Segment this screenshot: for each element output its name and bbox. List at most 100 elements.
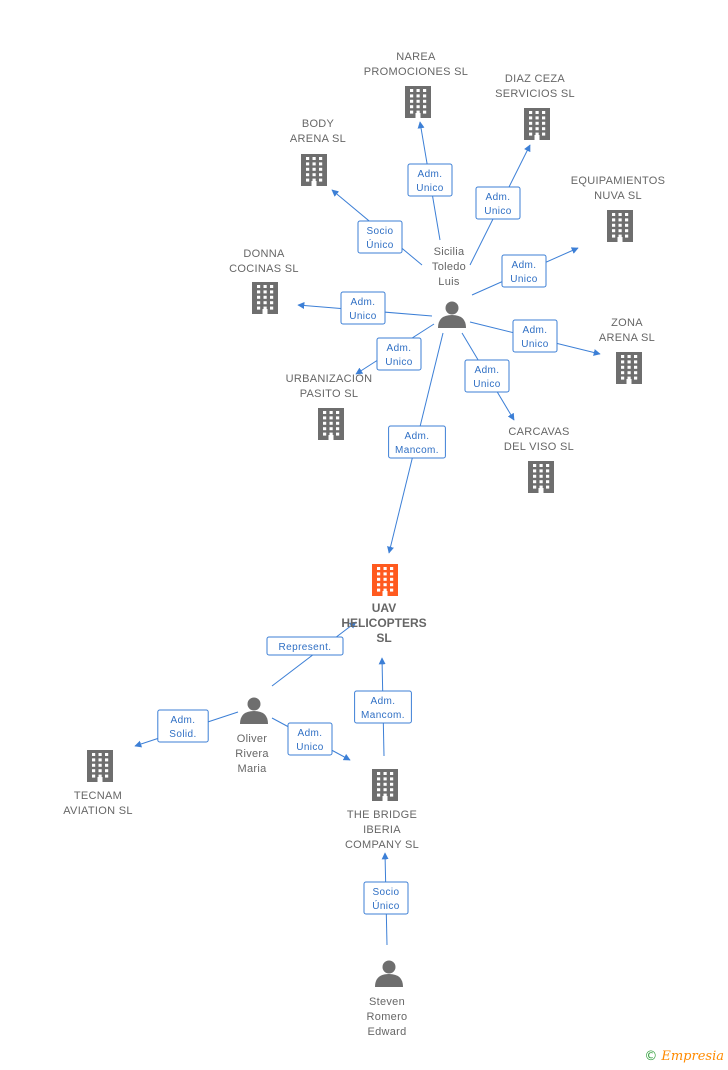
node-label-line: Sicilia: [434, 246, 465, 258]
node-label-line: TECNAM: [74, 790, 122, 802]
node-label-line: THE BRIDGE: [347, 809, 417, 821]
node-label-line: NUVA SL: [594, 190, 642, 202]
building-icon: [372, 564, 398, 596]
brand-name: Empresia: [661, 1049, 724, 1064]
building-icon: [318, 408, 344, 440]
edge-label-text: Adm.: [523, 325, 548, 336]
node-urban[interactable]: URBANIZACION PASITO SL: [286, 373, 373, 440]
edge-labels-layer: Adm.UnicoAdm.UnicoSocioÚnicoAdm.UnicoAdm…: [157, 163, 558, 915]
edge-label-box[interactable]: Adm. Unico: [407, 163, 453, 197]
node-label-line: DIAZ CEZA: [505, 73, 566, 85]
edge-label-text: Socio: [372, 887, 399, 898]
node-label-line: HELICOPTERS: [341, 616, 426, 630]
edge-label-box[interactable]: Adm. Unico: [287, 722, 333, 756]
edge-label-box[interactable]: Represent.: [266, 636, 344, 656]
node-narea[interactable]: NAREA PROMOCIONES SL: [364, 51, 468, 118]
node-label-line: UAV: [372, 601, 396, 615]
brand-footer[interactable]: ©Empresia: [644, 1049, 724, 1064]
edge-label-text: Solid.: [169, 729, 196, 740]
edge-label-text: Adm.: [387, 343, 412, 354]
building-icon: [405, 86, 431, 118]
node-label-line: SERVICIOS SL: [495, 88, 575, 100]
node-bridge[interactable]: THE BRIDGE IBERIA COMPANY SL: [345, 769, 419, 851]
node-label-line: ARENA SL: [290, 133, 346, 145]
building-icon: [252, 282, 278, 314]
building-icon: [616, 352, 642, 384]
node-label-line: DONNA: [243, 248, 285, 260]
edge-label-text: Unico: [473, 379, 501, 390]
edge-label-text: Mancom.: [395, 445, 439, 456]
edge-label-text: Adm.: [171, 715, 196, 726]
copyright-icon: ©: [644, 1049, 658, 1064]
edge-label-box[interactable]: Adm. Mancom.: [388, 425, 446, 459]
edge-label-text: Único: [372, 899, 400, 912]
edge-label-text: Unico: [521, 339, 549, 350]
edge-label-box[interactable]: Adm. Unico: [475, 186, 521, 220]
node-label-line: PASITO SL: [300, 388, 359, 400]
edge-label-text: Adm.: [475, 365, 500, 376]
edge-label-text: Adm.: [418, 169, 443, 180]
node-label-line: Edward: [367, 1026, 406, 1038]
edge-label-text: Unico: [385, 357, 413, 368]
node-label-line: PROMOCIONES SL: [364, 66, 468, 78]
edge-label-box[interactable]: Adm. Solid.: [157, 709, 209, 743]
person-icon: [240, 697, 268, 724]
edge-label-box[interactable]: Adm.Unico: [340, 291, 386, 325]
edge-label-text: Unico: [416, 183, 444, 194]
edge-label-box[interactable]: Adm. Unico: [512, 319, 558, 353]
edge-label-text: Represent.: [279, 642, 332, 653]
node-label-line: Toledo: [432, 261, 466, 273]
building-icon: [87, 750, 113, 782]
node-donna[interactable]: DONNA COCINAS SL: [229, 248, 299, 314]
building-icon: [372, 769, 398, 801]
node-label-line: IBERIA: [363, 824, 401, 836]
edge-label-text: Adm.: [298, 728, 323, 739]
edge-label-text: Adm.: [371, 696, 396, 707]
edge-label-text: Unico: [510, 274, 538, 285]
edge-label-text: Mancom.: [361, 710, 405, 721]
edge-label-text: Adm.: [486, 192, 511, 203]
node-label-line: Romero: [367, 1011, 408, 1023]
edge-label-box[interactable]: Adm. Unico: [501, 254, 547, 288]
edge-label-text: Socio: [366, 226, 393, 237]
person-icon: [375, 960, 403, 987]
node-label-line: AVIATION SL: [63, 805, 133, 817]
node-label-line: Steven: [369, 996, 405, 1008]
node-carcavas[interactable]: CARCAVAS DEL VISO SL: [504, 426, 574, 493]
node-tecnam[interactable]: TECNAM AVIATION SL: [63, 750, 133, 817]
edge-label-text: Unico: [296, 742, 324, 753]
node-label-line: COMPANY SL: [345, 839, 419, 851]
node-label-line: Rivera: [235, 748, 269, 760]
edge-label-text: Unico: [484, 206, 512, 217]
node-label-line: URBANIZACION: [286, 373, 373, 385]
edge-label-box[interactable]: Adm. Mancom.: [354, 690, 412, 724]
node-label-line: NAREA: [396, 51, 436, 63]
node-diaz[interactable]: DIAZ CEZA SERVICIOS SL: [495, 73, 575, 140]
edge-label-text: Único: [366, 238, 394, 251]
building-icon: [301, 154, 327, 186]
node-label-line: DEL VISO SL: [504, 441, 574, 453]
node-label-line: SL: [376, 631, 391, 645]
node-label-line: CARCAVAS: [508, 426, 569, 438]
edge-label-text: Adm.: [512, 260, 537, 271]
node-label-line: Luis: [438, 276, 460, 288]
edge-label-box[interactable]: Adm. Unico: [464, 359, 510, 393]
edge-label-text: Unico: [349, 311, 377, 322]
person-icon: [438, 301, 466, 328]
node-label-line: COCINAS SL: [229, 263, 299, 275]
building-icon: [607, 210, 633, 242]
node-equip[interactable]: EQUIPAMIENTOS NUVA SL: [571, 175, 666, 242]
edge-label-box[interactable]: Adm. Unico: [376, 337, 422, 371]
node-label-line: EQUIPAMIENTOS: [571, 175, 666, 187]
edge-label-text: Adm.: [405, 431, 430, 442]
node-label-line: ARENA SL: [599, 332, 655, 344]
node-label-line: Maria: [237, 763, 267, 775]
